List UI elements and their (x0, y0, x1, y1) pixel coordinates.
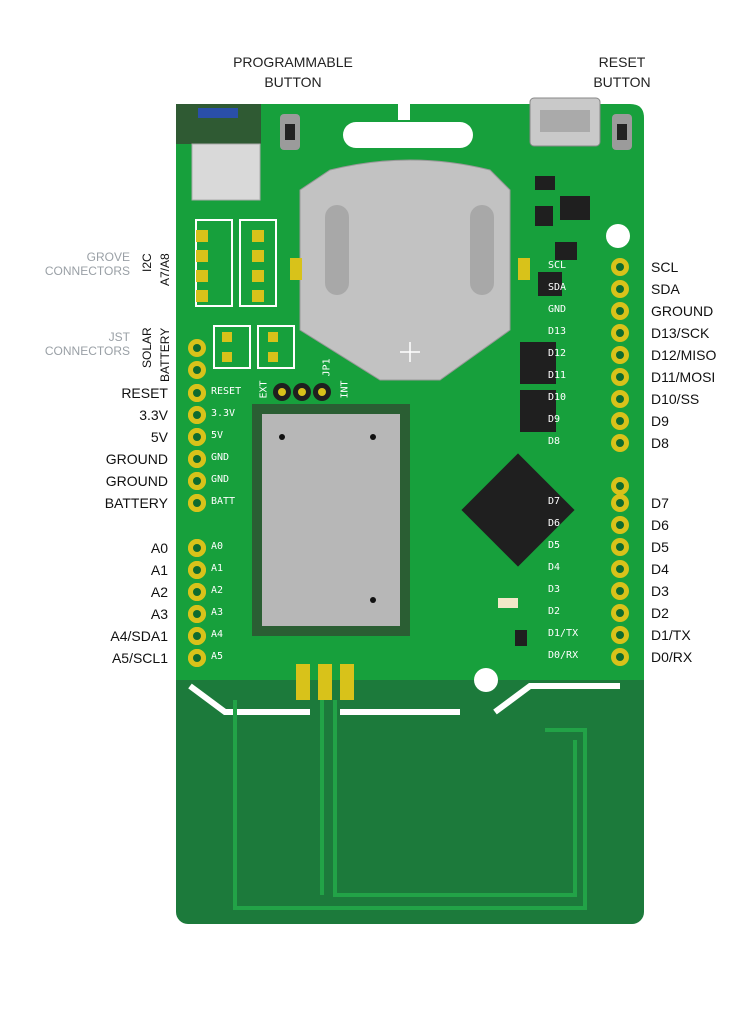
pin-label-left: A1 (150, 562, 168, 578)
slot-hole (343, 122, 473, 148)
i2c-label: I2C (140, 253, 154, 272)
pin-label-right: D13/SCK (651, 325, 710, 341)
pin-label-right: D2 (651, 605, 669, 621)
jst-connector-solar (213, 325, 251, 369)
sensor-module (191, 143, 261, 201)
silk-pin-right: D5 (548, 540, 561, 551)
pin-label-right: D12/MISO (651, 347, 717, 363)
pin-label-left: RESET (121, 385, 168, 401)
programmable-button-callout: PROGRAMMABLE BUTTON (233, 54, 353, 90)
a7a8-label: A7/A8 (158, 253, 172, 286)
pin-label-left: GROUND (105, 451, 168, 467)
silk-pin-right: D1/TX (548, 628, 579, 639)
silk-pin-left: RESET (211, 386, 242, 397)
pin-label-right: D11/MOSI (651, 369, 716, 385)
pin-label-right: SCL (651, 259, 679, 275)
grove-connector-a7a8 (239, 219, 277, 307)
pin-label-left: A0 (150, 540, 168, 556)
jumper-jp1-label: JP1 (321, 358, 333, 377)
silk-pin-right: D10 (548, 392, 567, 403)
silk-pin-left: A5 (211, 651, 224, 662)
silk-pin-left: 3.3V (211, 408, 236, 419)
coin-cell-holder (299, 159, 511, 381)
pin-label-left: A2 (150, 584, 168, 600)
silk-pin-right: D9 (548, 414, 561, 425)
antenna-area (176, 680, 644, 924)
silk-pin-right: D13 (548, 326, 567, 337)
silk-pin-right: SDA (548, 282, 567, 293)
antenna-trace (233, 700, 587, 910)
silk-pin-left: BATT (211, 496, 236, 507)
silk-pin-left: GND (211, 474, 230, 485)
silk-pin-left: 5V (211, 430, 224, 441)
pin-label-left: BATTERY (104, 495, 168, 511)
pin-label-right: D6 (651, 517, 669, 533)
mounting-hole (606, 224, 630, 248)
pin-label-right: D7 (651, 495, 669, 511)
pin-label-right: D3 (651, 583, 669, 599)
silk-pin-right: D6 (548, 518, 561, 529)
grove-connector-i2c (195, 219, 233, 307)
silk-pin-right: D11 (548, 370, 567, 381)
pin-label-left: 5V (150, 429, 168, 445)
pin-label-right: D8 (651, 435, 669, 451)
pin-label-right: SDA (651, 281, 680, 297)
silk-pin-right: SCL (548, 260, 567, 271)
pin-label-right: D5 (651, 539, 669, 555)
jst-connectors-label: JST CONNECTORS (44, 330, 130, 358)
reset-button-callout: RESET BUTTON (593, 54, 651, 90)
silk-pin-left: A1 (211, 563, 224, 574)
jumper-ext-label: EXT (258, 380, 270, 399)
pin-label-left: A4/SDA1 (110, 628, 168, 644)
battery-conn-label: BATTERY (158, 327, 172, 382)
pin-label-right: D4 (651, 561, 669, 577)
grove-connectors-label: GROVE CONNECTORS (44, 250, 130, 278)
jst-connector-battery (257, 325, 295, 369)
pin-label-left: 3.3V (139, 407, 168, 423)
silk-pin-left: A2 (211, 585, 224, 596)
silk-pin-right: GND (548, 304, 567, 315)
silk-pin-left: A4 (211, 629, 224, 640)
pin-label-right: D0/RX (651, 649, 693, 665)
silk-pin-right: D4 (548, 562, 561, 573)
silk-pin-right: D8 (548, 436, 561, 447)
silk-pin-right: D12 (548, 348, 567, 359)
pin-label-left: A5/SCL1 (111, 650, 168, 666)
silk-pin-left: A0 (211, 541, 224, 552)
pin-label-right: D1/TX (651, 627, 691, 643)
ic-chip-2 (520, 390, 556, 432)
pin-label-right: D9 (651, 413, 669, 429)
solar-label: SOLAR (140, 327, 154, 368)
silk-pin-left: A3 (211, 607, 224, 618)
jumper-int-label: INT (339, 380, 351, 399)
left-header (188, 339, 206, 667)
pin-label-right: GROUND (651, 303, 714, 319)
silk-pin-right: D2 (548, 606, 561, 617)
silk-pin-right: D3 (548, 584, 561, 595)
mounting-hole (474, 668, 498, 692)
silk-pin-right: D7 (548, 496, 561, 507)
silk-pin-right: D0/RX (548, 650, 579, 661)
ic-chip-1 (520, 342, 556, 384)
pin-label-right: D10/SS (651, 391, 700, 407)
pin-label-left: A3 (150, 606, 168, 622)
silk-pin-left: GND (211, 452, 230, 463)
pin-label-left: GROUND (105, 473, 168, 489)
right-header (611, 258, 629, 666)
